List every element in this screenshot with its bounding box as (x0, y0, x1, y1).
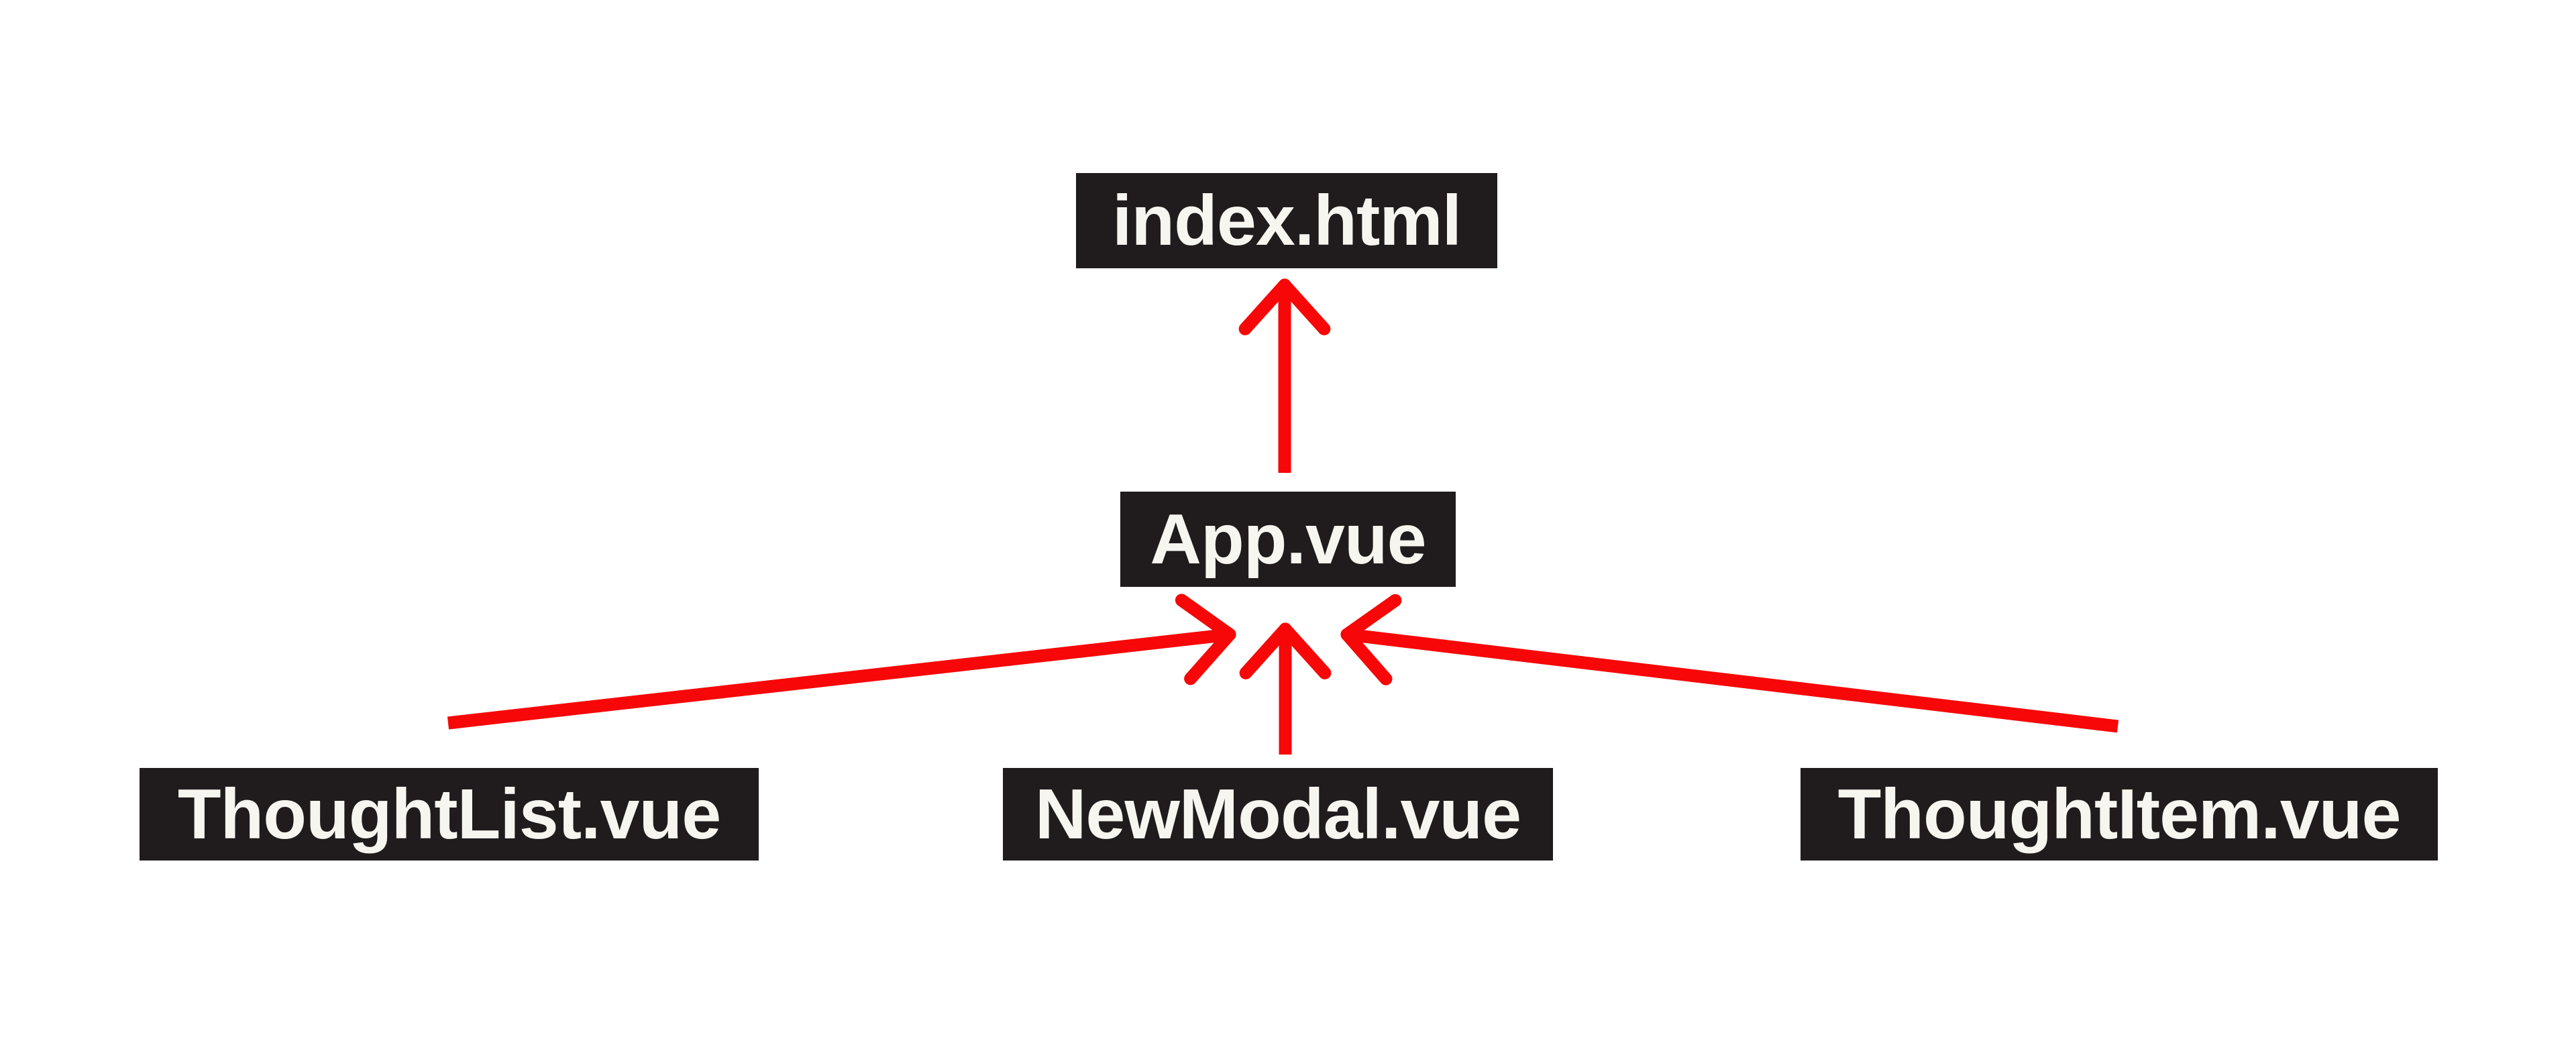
node-newmodal-vue-label: NewModal.vue (1034, 775, 1521, 854)
node-newmodal-vue: NewModal.vue (1003, 768, 1553, 861)
node-index-html-label: index.html (1112, 181, 1462, 260)
node-thoughtlist-vue-label: ThoughtList.vue (177, 775, 721, 854)
node-thoughtlist-vue: ThoughtList.vue (140, 768, 759, 861)
node-index-html: index.html (1076, 173, 1497, 268)
node-app-vue-label: App.vue (1150, 500, 1426, 579)
node-thoughtitem-vue-label: ThoughtItem.vue (1837, 775, 2402, 854)
node-app-vue: App.vue (1120, 492, 1456, 587)
node-thoughtitem-vue: ThoughtItem.vue (1801, 768, 2438, 861)
